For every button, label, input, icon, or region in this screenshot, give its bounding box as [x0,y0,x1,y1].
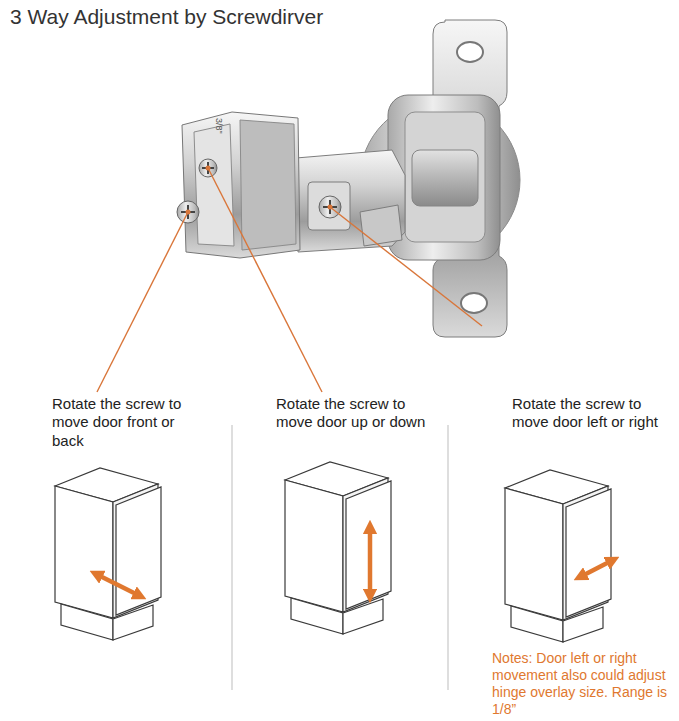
leader-dot [328,205,333,210]
instruction-text: Rotate the screw to move door front or b… [52,395,190,450]
leader-line [330,207,482,326]
direction-arrow [96,527,613,596]
cabinet-icon [285,462,391,634]
direction-arrow [580,560,613,577]
leader-dot [206,166,211,171]
instruction-text: Rotate the screw to move door left or ri… [512,395,662,432]
leader-dot [186,166,333,215]
diagram-title: 3 Way Adjustment by Screwdirver [10,5,323,29]
leader-line [208,168,322,392]
adjust-screw [181,205,195,219]
instruction-text: Rotate the screw to move door up or down [276,395,428,432]
adjust-plate [194,124,234,246]
hinge-cavity [405,112,485,242]
adjust-screw [323,200,337,214]
hinge-base-block [182,112,300,258]
adjust-screw [202,162,214,174]
separator-line [232,425,448,690]
note-text: Notes: Door left or right movement also … [492,650,677,718]
adjust-screw [199,159,217,177]
screw-hole [461,293,487,313]
hinge [177,20,520,337]
cabinet-icon [55,468,161,640]
leader-line [97,168,482,392]
spring-cylinder [412,150,478,206]
direction-arrow [368,527,373,596]
direction-arrow [96,574,140,596]
separator-line [232,425,233,690]
hinge-arm [296,150,405,252]
adjust-screw [319,196,341,218]
dimension-label: 3/8" [213,118,224,134]
leader-line [97,212,188,392]
block-side [240,120,296,250]
screw-hole [457,42,483,62]
leader-dot [186,210,191,215]
adjust-screw [177,159,341,223]
hinge-link [360,205,402,246]
cabinet-icon [505,470,611,642]
adjust-screw [177,201,199,223]
screw-plate [308,182,350,230]
separator-line [448,425,449,690]
